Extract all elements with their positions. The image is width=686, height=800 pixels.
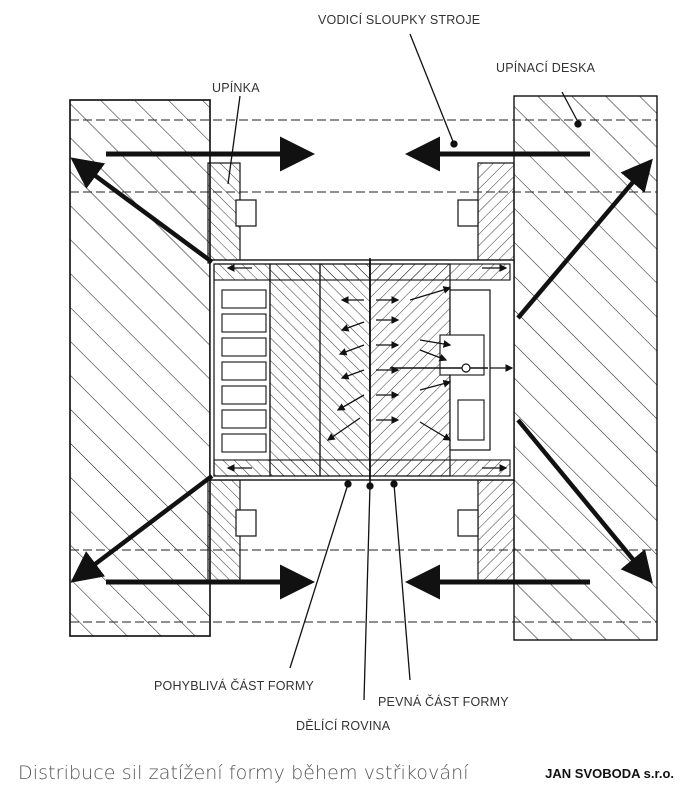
- leader-lines: [227, 33, 582, 701]
- moving-mold-half: [209, 259, 371, 481]
- label-parting-line: DĚLÍCÍ ROVINA: [296, 718, 391, 733]
- label-guide-pillars: VODICÍ SLOUPKY STROJE: [318, 12, 480, 27]
- right-clamps: [457, 162, 515, 583]
- label-clamping-plate: UPÍNACÍ DESKA: [496, 60, 596, 75]
- left-platen: [69, 99, 211, 637]
- clamping-force-arrows: [106, 136, 590, 600]
- label-moving-half: POHYBLIVÁ ČÁST FORMY: [154, 678, 315, 693]
- label-fixed-half: PEVNÁ ČÁST FORMY: [378, 694, 509, 709]
- deflection-arrows: [70, 157, 653, 584]
- label-clamp: UPÍNKA: [212, 80, 260, 95]
- cavity-pressure-arrows: [226, 264, 514, 472]
- company-name: JAN SVOBODA s.r.o.: [545, 766, 674, 781]
- figure-caption: Distribuce sil zatížení formy během vstř…: [18, 762, 469, 784]
- guide-pillar-lines: [70, 119, 657, 623]
